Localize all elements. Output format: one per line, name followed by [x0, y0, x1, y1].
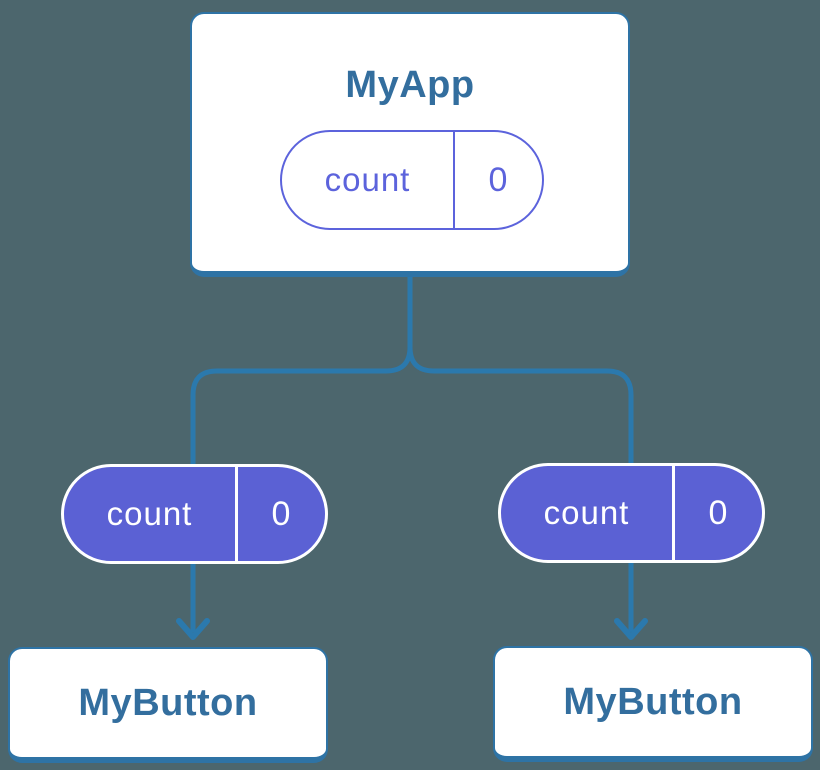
state-value-label: 0 — [708, 493, 729, 532]
branch-right-line — [407, 346, 634, 466]
node-mybutton-right: MyButton — [493, 646, 813, 762]
state-value-label: 0 — [271, 494, 292, 533]
state-pill-right-button: count 0 — [498, 463, 765, 563]
state-pill-myapp: count 0 — [280, 130, 544, 230]
node-mybutton-left: MyButton — [8, 647, 328, 763]
left-arrowhead-icon — [176, 618, 210, 640]
state-pill-left-button: count 0 — [61, 464, 328, 564]
state-name-label: count — [64, 467, 238, 561]
node-myapp-title: MyApp — [345, 64, 475, 106]
state-name-label: count — [501, 466, 675, 560]
node-mybutton-right-title: MyButton — [563, 681, 743, 723]
node-myapp: MyApp count 0 — [190, 12, 630, 277]
state-value-label: 0 — [488, 160, 509, 199]
node-mybutton-left-title: MyButton — [78, 682, 258, 724]
state-name-label: count — [282, 132, 455, 228]
branch-left-line — [190, 346, 413, 466]
right-arrowhead-icon — [614, 618, 648, 640]
